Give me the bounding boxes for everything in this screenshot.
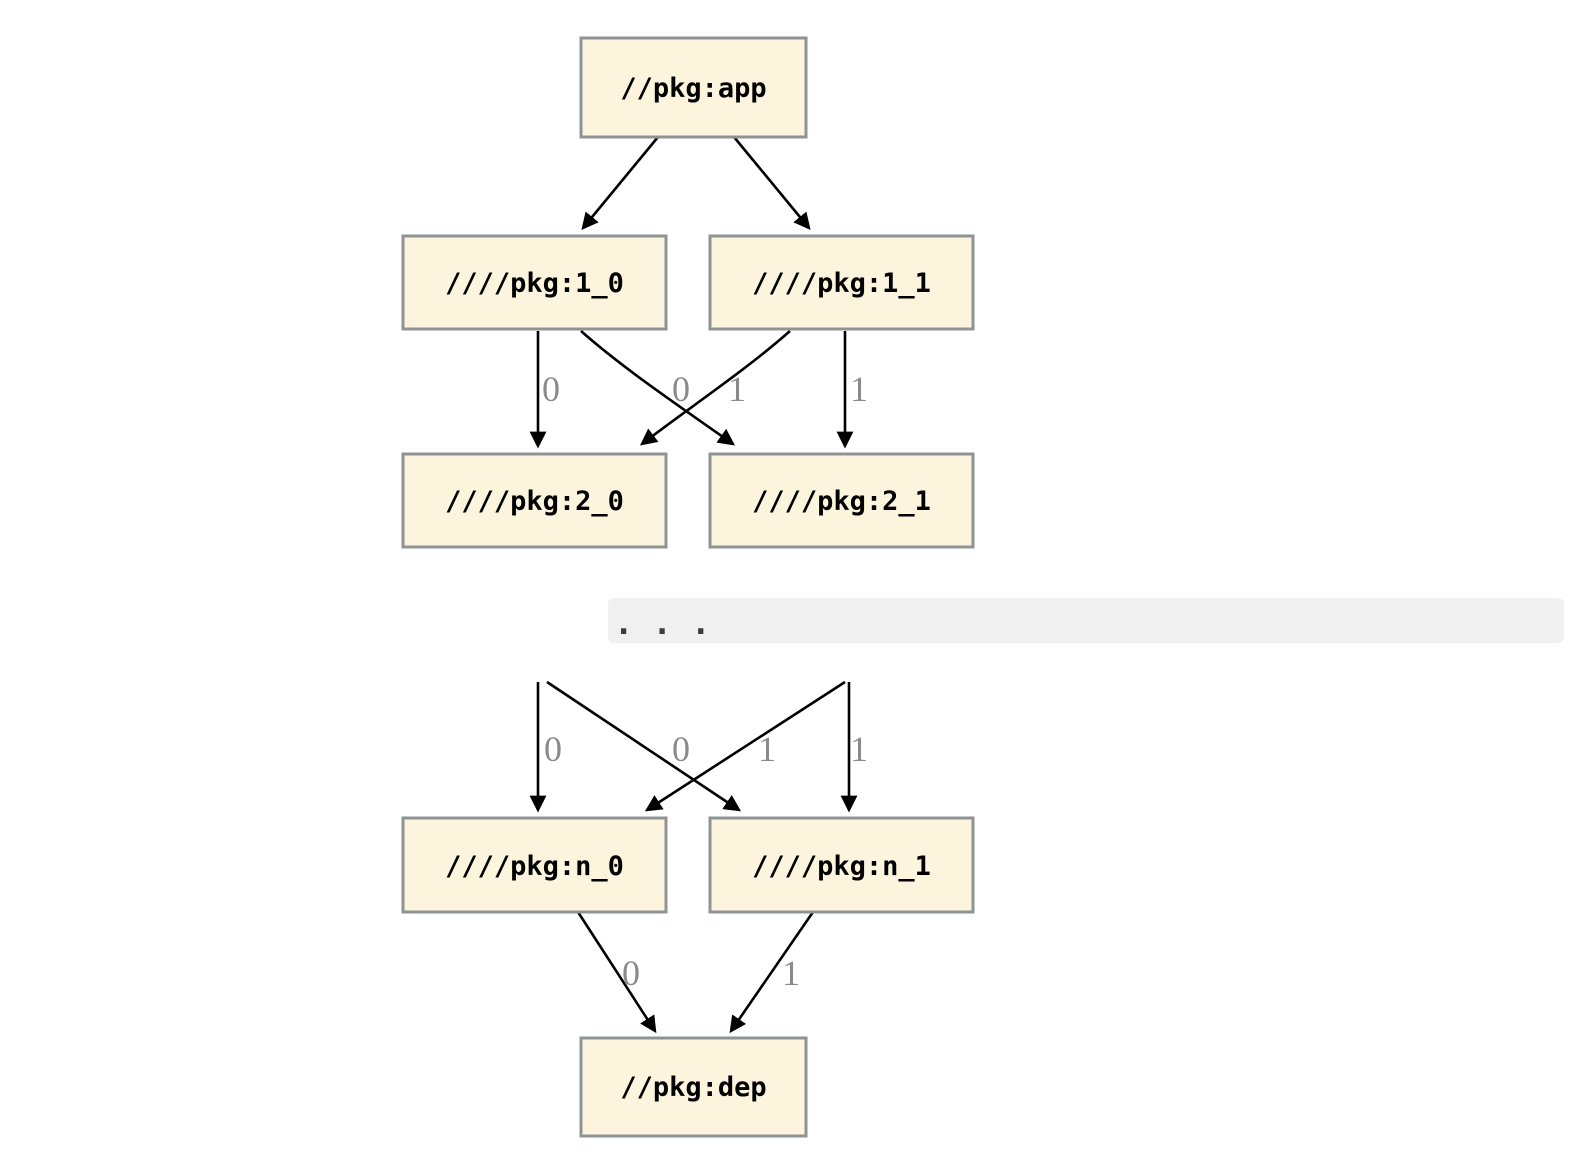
node-2-1-box [708, 452, 975, 549]
node-2-1-label: ////pkg:2_1 [752, 486, 931, 517]
edge-cont-to-n-1 [546, 680, 742, 812]
node-1-1: ////pkg:1_1 [708, 234, 975, 331]
edge-label-cont-to-n-0: 0 [544, 729, 562, 769]
edge-app-to-1-1 [732, 136, 811, 230]
node-n-1: ////pkg:n_1 [708, 816, 975, 914]
ellipsis-dots: . . . [614, 604, 710, 642]
node-app: //pkg:app [579, 36, 808, 139]
node-dep: //pkg:dep [579, 1036, 808, 1138]
edge-label-cont2-to-n-1: 1 [850, 729, 868, 769]
edge-label-1-1-to-2-0: 0 [672, 369, 690, 409]
node-app-box [579, 36, 808, 139]
edge-1-1-to-2-0 [639, 330, 791, 446]
edge-label-1-1-to-2-1: 1 [850, 369, 868, 409]
edge-cont2-to-n-0 [644, 680, 846, 812]
node-dep-box [579, 1036, 808, 1138]
node-1-0-label: ////pkg:1_0 [445, 268, 624, 299]
edge-1-0-to-2-1 [580, 330, 736, 446]
edge-label-cont-to-n-1: 1 [758, 729, 776, 769]
node-n-0: ////pkg:n_0 [401, 816, 668, 914]
node-2-0-label: ////pkg:2_0 [445, 486, 624, 517]
edge-label-1-0-to-2-1: 1 [728, 369, 746, 409]
edge-label-n-1-to-dep: 1 [782, 953, 800, 993]
edge-n-1-to-dep [729, 911, 815, 1034]
edge-n-0-to-dep [576, 911, 657, 1034]
node-n-0-box [401, 816, 668, 914]
edge-label-n-0-to-dep: 0 [622, 953, 640, 993]
node-app-label: //pkg:app [620, 73, 766, 104]
node-2-0: ////pkg:2_0 [401, 452, 668, 549]
node-n-1-box [708, 816, 975, 914]
node-1-1-label: ////pkg:1_1 [752, 268, 931, 299]
node-1-0: ////pkg:1_0 [401, 234, 668, 331]
node-1-1-box [708, 234, 975, 331]
node-dep-label: //pkg:dep [620, 1072, 766, 1103]
node-n-1-label: ////pkg:n_1 [752, 851, 931, 882]
ellipsis-band [608, 598, 1564, 643]
edge-label-1-0-to-2-0: 0 [542, 369, 560, 409]
node-2-0-box [401, 452, 668, 549]
node-n-0-label: ////pkg:n_0 [445, 851, 624, 882]
node-2-1: ////pkg:2_1 [708, 452, 975, 549]
node-1-0-box [401, 234, 668, 331]
edge-app-to-1-0 [581, 136, 660, 230]
edge-label-cont2-to-n-0: 0 [672, 729, 690, 769]
